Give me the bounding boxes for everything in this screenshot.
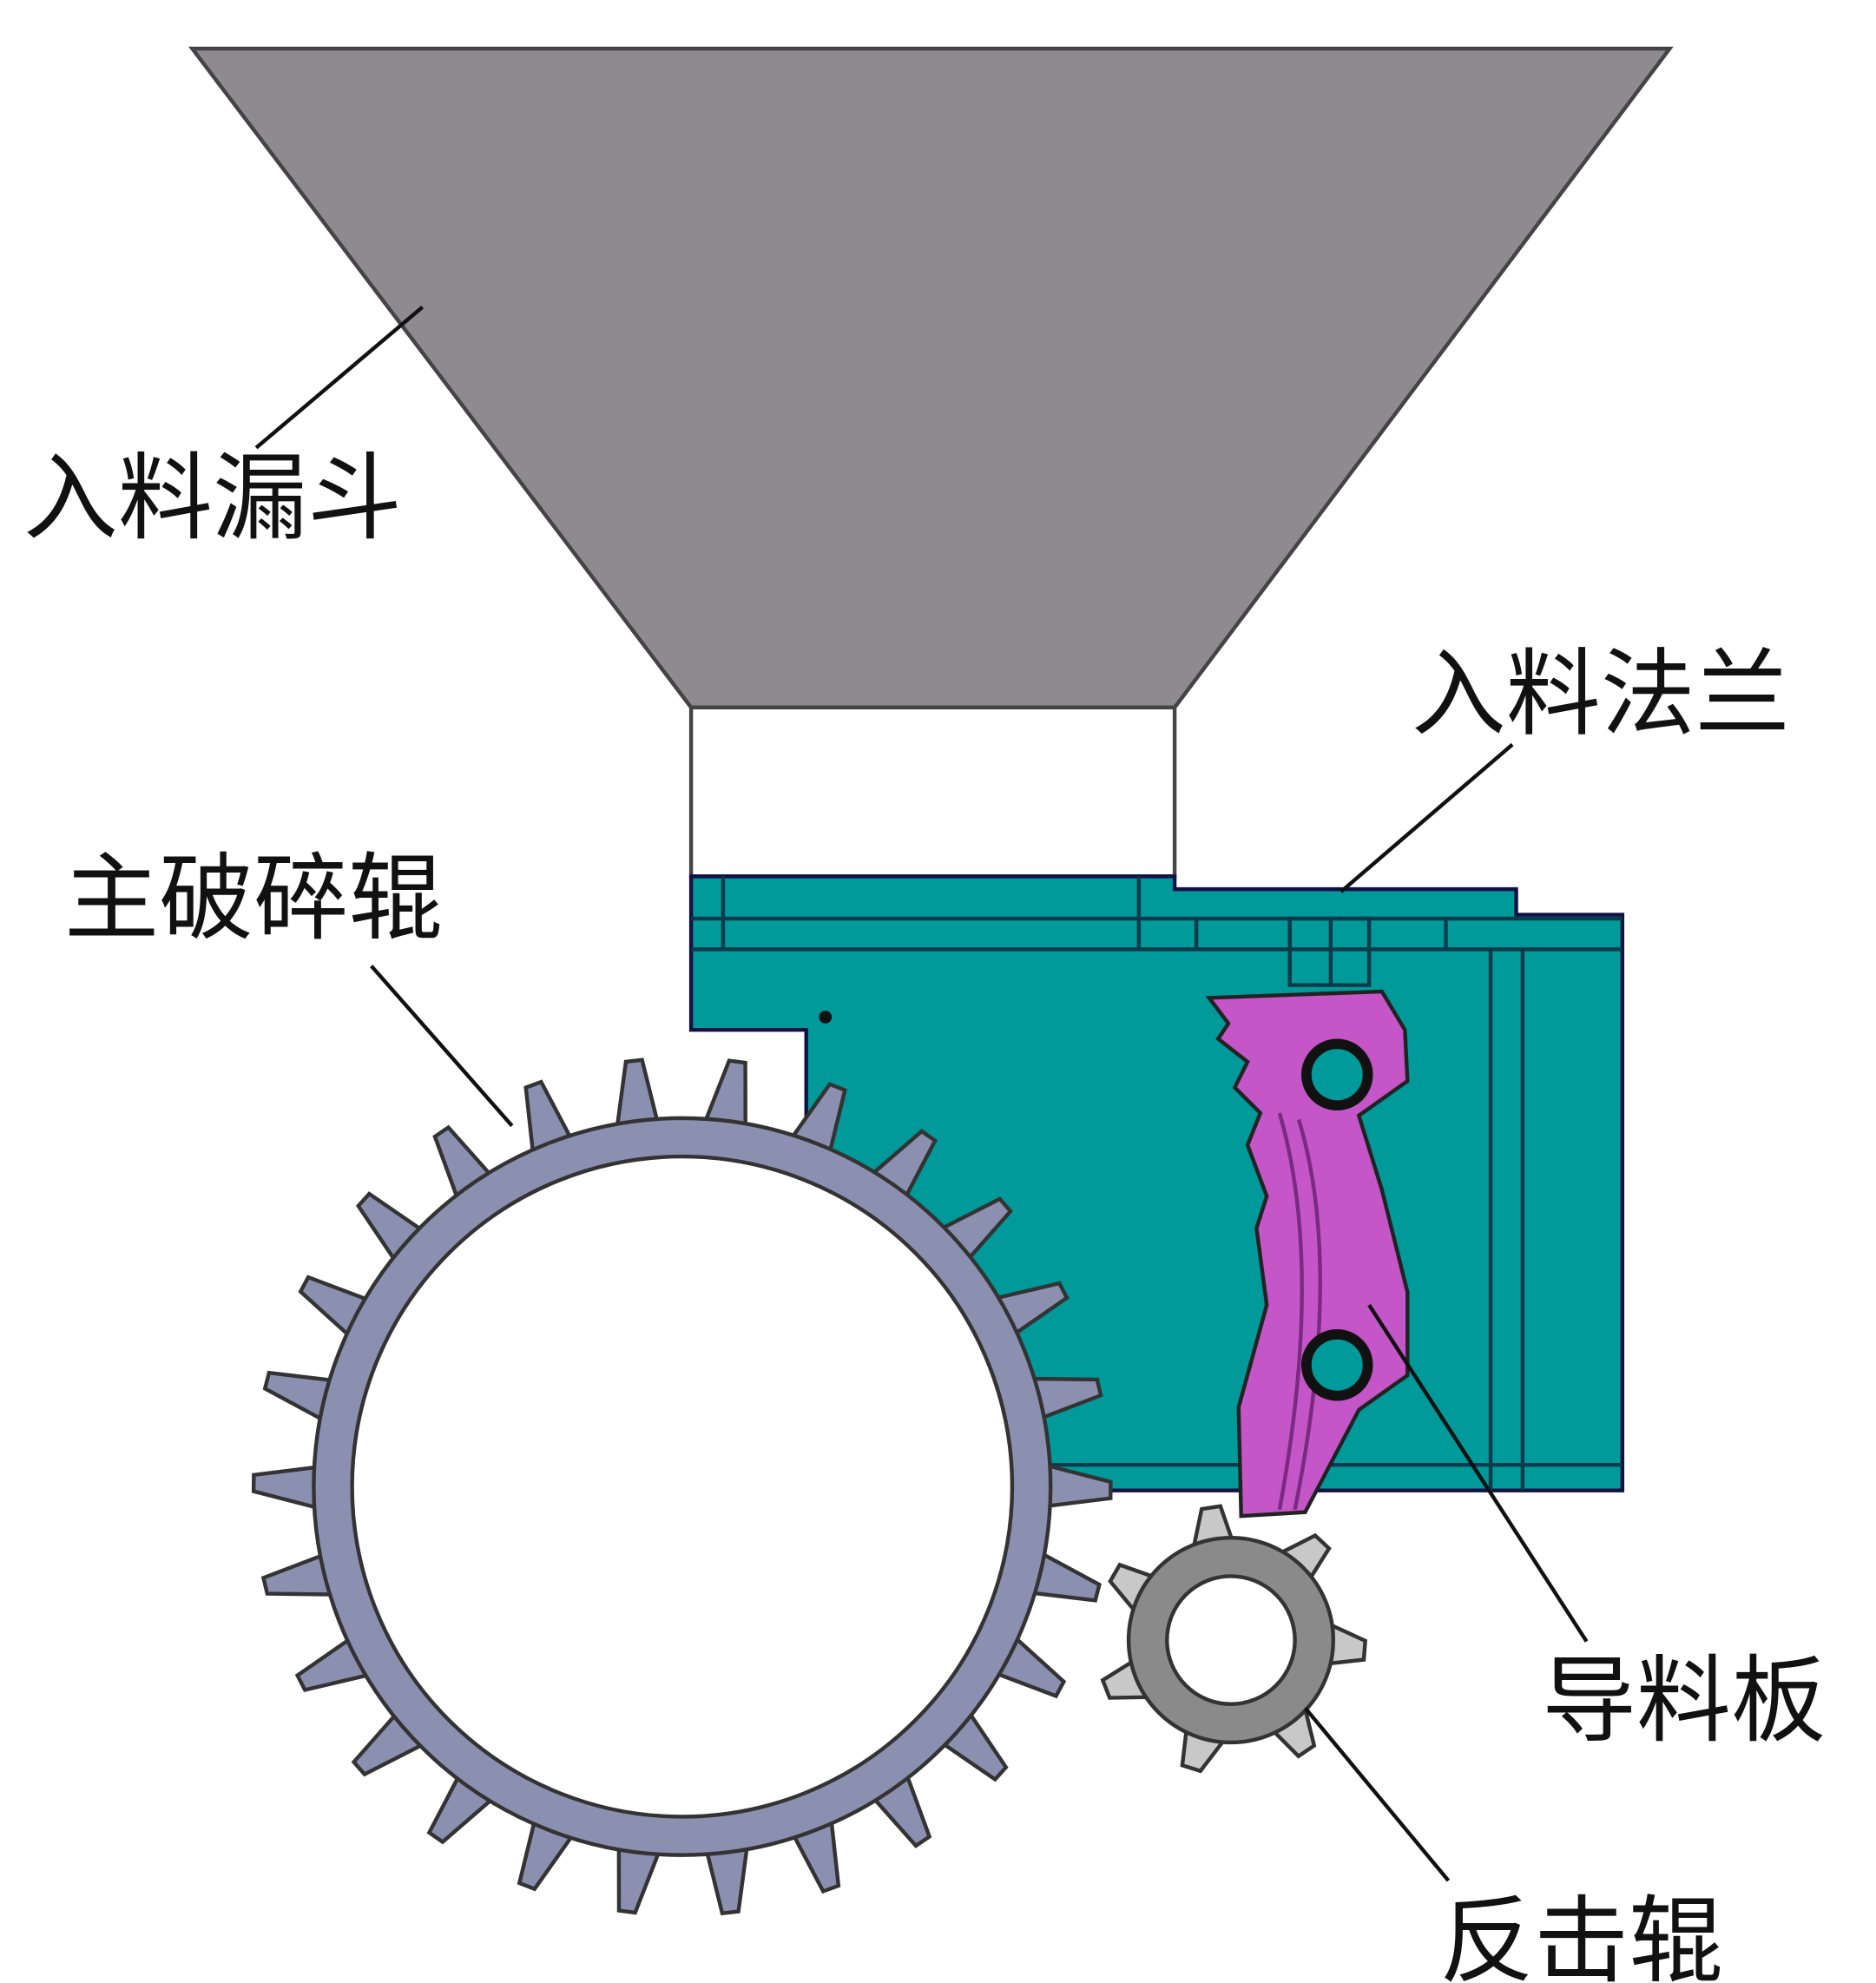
leader-line-flange [1340,742,1514,893]
hopper-neck [688,705,1177,879]
guide-plate-grooves [1277,1112,1322,1511]
guide-plate-pivot-hole [1300,1329,1373,1401]
label-impact-roller: 反击辊 [1439,1887,1723,1983]
label-feed-hopper: 入料漏斗 [23,444,402,554]
label-main-roller: 主破碎辊 [64,844,443,954]
leader-line-impact-roller [1303,1706,1451,1882]
label-guide-plate: 导料板 [1542,1646,1826,1756]
leader-line-main-roller [370,965,514,1128]
roller-outer-edge [312,1116,1053,1857]
roller-ring [313,1117,1051,1855]
label-feed-flange: 入料法兰 [1412,639,1790,749]
roller-tooth [251,1465,322,1512]
main-crushing-roller [251,1057,1113,1916]
impact-roller [1100,1504,1367,1774]
guide-plate-pivot-hole [1300,1038,1373,1111]
roller-ring [1129,1538,1333,1743]
roller-bore [350,1154,1015,1819]
feed-hopper [188,46,1674,710]
leader-line-hopper [254,305,425,450]
leader-line-guide-plate [1367,1303,1589,1643]
roller-bore [1165,1574,1297,1706]
bolt-dot [819,1011,833,1024]
roller-outer-edge [1126,1535,1336,1745]
